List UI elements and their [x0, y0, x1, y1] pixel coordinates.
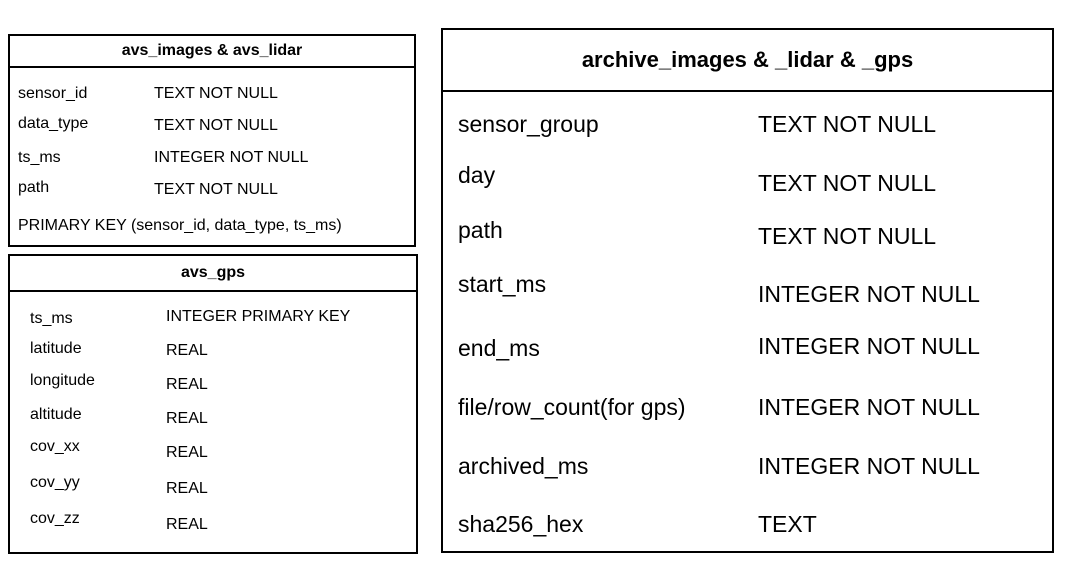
column-name: start_ms — [458, 271, 547, 297]
table-row: latitude REAL — [10, 334, 416, 368]
table-row: data_type TEXT NOT NULL — [10, 110, 414, 142]
column-type: INTEGER NOT NULL — [758, 281, 980, 307]
column-type: TEXT — [758, 511, 817, 537]
table-title: avs_images & avs_lidar — [10, 36, 414, 68]
column-type: REAL — [166, 342, 208, 359]
column-type: TEXT NOT NULL — [154, 117, 278, 134]
column-name: sensor_id — [18, 85, 88, 102]
column-type: TEXT NOT NULL — [154, 181, 278, 198]
column-name: path — [18, 179, 50, 196]
column-type: TEXT NOT NULL — [758, 223, 937, 249]
column-name: data_type — [18, 115, 89, 132]
table-row: cov_zz REAL — [10, 508, 416, 542]
table-row: day TEXT NOT NULL — [443, 151, 1052, 207]
column-name: longitude — [30, 372, 95, 389]
table-avs-gps: avs_gps ts_ms INTEGER PRIMARY KEY latitu… — [8, 254, 418, 554]
column-name: ts_ms — [18, 149, 61, 166]
column-name: file/row_count(for gps) — [458, 394, 686, 420]
table-row: sensor_id TEXT NOT NULL — [10, 78, 414, 110]
table-title: archive_images & _lidar & _gps — [443, 30, 1052, 92]
table-avs-images-lidar: avs_images & avs_lidar sensor_id TEXT NO… — [8, 34, 416, 247]
column-name: cov_xx — [30, 438, 80, 455]
primary-key-constraint: PRIMARY KEY (sensor_id, data_type, ts_ms… — [18, 217, 342, 234]
column-name: cov_yy — [30, 474, 80, 491]
table-title: avs_gps — [10, 256, 416, 292]
table-row: ts_ms INTEGER PRIMARY KEY — [10, 300, 416, 334]
column-name: altitude — [30, 406, 82, 423]
column-name: sensor_group — [458, 111, 599, 137]
column-name: end_ms — [458, 335, 540, 361]
column-type: INTEGER NOT NULL — [758, 453, 980, 479]
table-archive: archive_images & _lidar & _gps sensor_gr… — [441, 28, 1054, 553]
column-type: INTEGER NOT NULL — [758, 333, 980, 359]
column-name: path — [458, 217, 503, 243]
column-type: INTEGER PRIMARY KEY — [166, 308, 351, 325]
column-type: TEXT NOT NULL — [154, 85, 278, 102]
column-name: archived_ms — [458, 453, 589, 479]
column-type: TEXT NOT NULL — [758, 111, 937, 137]
column-name: day — [458, 162, 496, 188]
column-type: TEXT NOT NULL — [758, 170, 937, 196]
table-row: end_ms INTEGER NOT NULL — [443, 318, 1052, 374]
table-row: sha256_hex TEXT — [443, 496, 1052, 552]
column-name: sha256_hex — [458, 511, 584, 537]
table-row: archived_ms INTEGER NOT NULL — [443, 438, 1052, 494]
table-row: sensor_group TEXT NOT NULL — [443, 96, 1052, 152]
table-row: file/row_count(for gps) INTEGER NOT NULL — [443, 379, 1052, 435]
table-row: longitude REAL — [10, 368, 416, 402]
table-row: path TEXT NOT NULL — [443, 206, 1052, 262]
table-row: cov_yy REAL — [10, 472, 416, 506]
column-type: REAL — [166, 480, 208, 497]
table-row: cov_xx REAL — [10, 436, 416, 470]
table-row: start_ms INTEGER NOT NULL — [443, 260, 1052, 316]
column-name: ts_ms — [30, 310, 73, 327]
column-type: REAL — [166, 410, 208, 427]
column-type: REAL — [166, 376, 208, 393]
table-row: path TEXT NOT NULL — [10, 174, 414, 206]
column-type: INTEGER NOT NULL — [758, 394, 980, 420]
column-type: REAL — [166, 444, 208, 461]
table-row: altitude REAL — [10, 402, 416, 436]
column-type: INTEGER NOT NULL — [154, 149, 309, 166]
column-type: REAL — [166, 516, 208, 533]
column-name: latitude — [30, 340, 82, 357]
column-name: cov_zz — [30, 510, 80, 527]
table-row: ts_ms INTEGER NOT NULL — [10, 142, 414, 174]
